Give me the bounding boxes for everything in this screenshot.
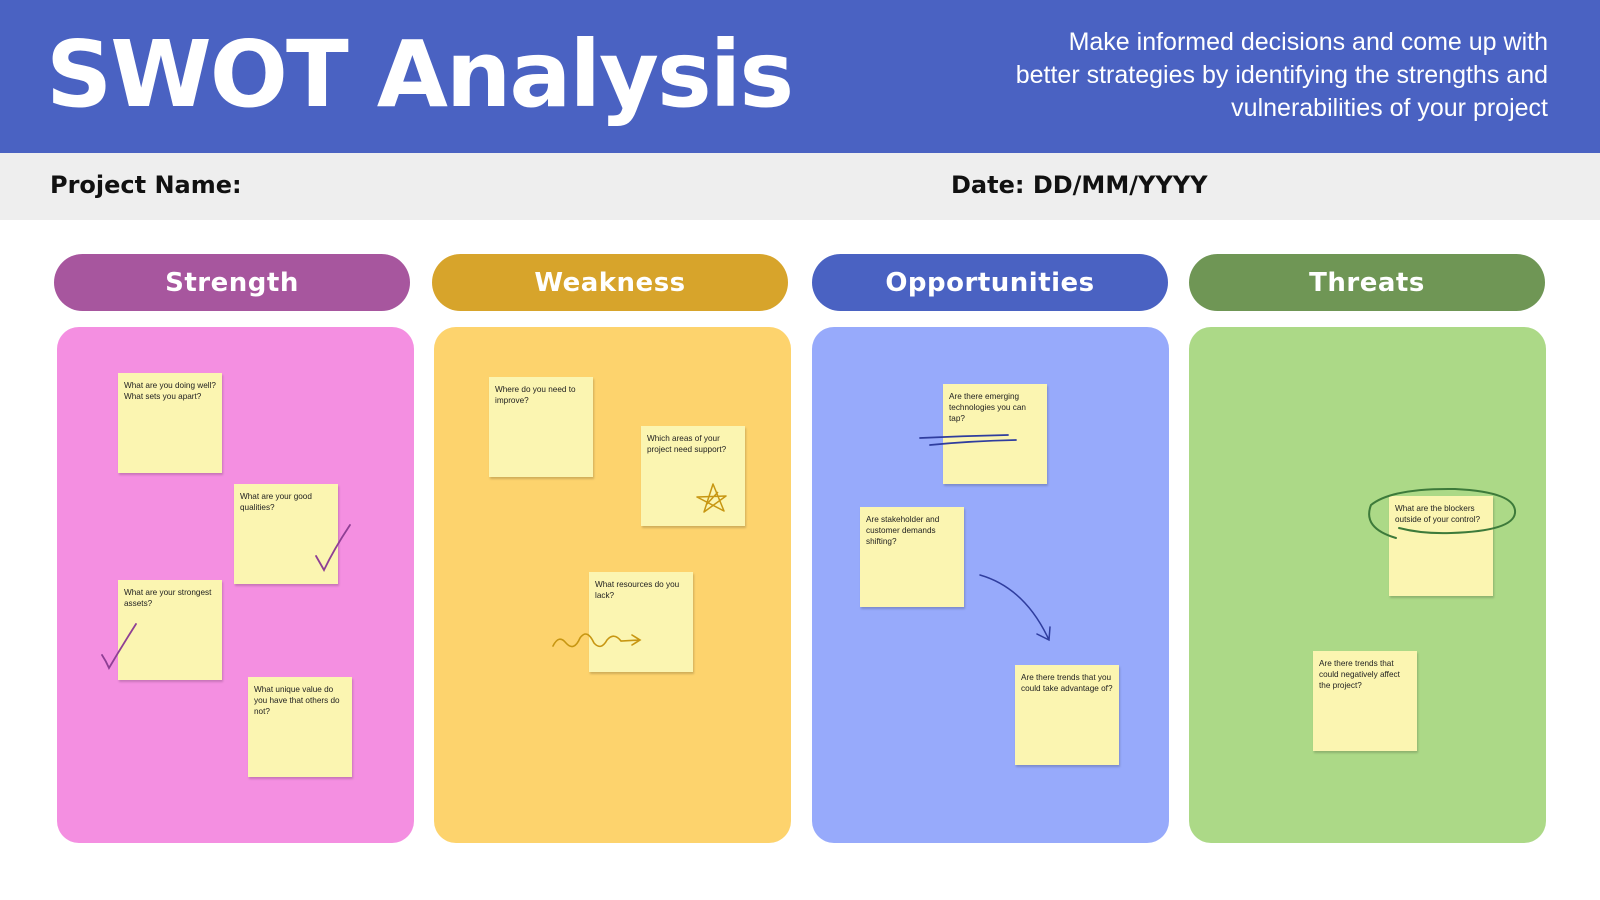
strength-header: Strength xyxy=(54,254,410,311)
sticky-note[interactable]: What are you doing well? What sets you a… xyxy=(118,373,222,473)
sticky-note[interactable]: Where do you need to improve? xyxy=(489,377,593,477)
threats-header: Threats xyxy=(1189,254,1545,311)
page-title: SWOT Analysis xyxy=(46,21,794,128)
info-bar: Project Name: Date: DD/MM/YYYY xyxy=(0,153,1600,220)
sticky-note[interactable]: What are your good qualities? xyxy=(234,484,338,584)
page-subtitle: Make informed decisions and come up with… xyxy=(1015,28,1548,122)
opportunities-header: Opportunities xyxy=(812,254,1168,311)
sticky-note[interactable]: Are there trends that could negatively a… xyxy=(1313,651,1417,751)
sticky-note[interactable]: Are stakeholder and customer demands shi… xyxy=(860,507,964,607)
date-label: Date: DD/MM/YYYY xyxy=(951,171,1208,199)
sticky-note[interactable]: What unique value do you have that other… xyxy=(248,677,352,777)
sticky-note[interactable]: What resources do you lack? xyxy=(589,572,693,672)
sticky-note[interactable]: Are there emerging technologies you can … xyxy=(943,384,1047,484)
weakness-header: Weakness xyxy=(432,254,788,311)
header-banner: SWOT Analysis Make informed decisions an… xyxy=(0,0,1600,153)
strength-panel xyxy=(57,327,414,843)
sticky-note[interactable]: Are there trends that you could take adv… xyxy=(1015,665,1119,765)
sticky-note[interactable]: What are your strongest assets? xyxy=(118,580,222,680)
sticky-note[interactable]: What are the blockers outside of your co… xyxy=(1389,496,1493,596)
sticky-note[interactable]: Which areas of your project need support… xyxy=(641,426,745,526)
project-name-label: Project Name: xyxy=(50,171,242,199)
